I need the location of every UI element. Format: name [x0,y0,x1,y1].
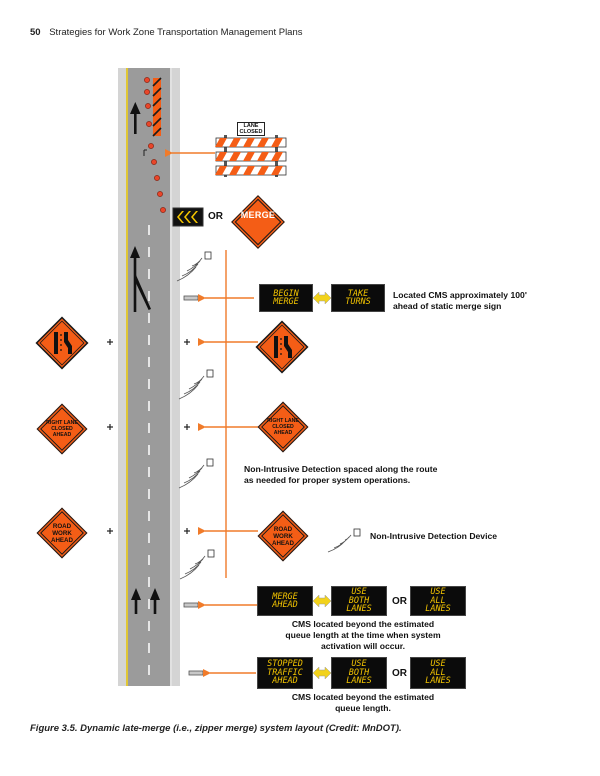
or-label-top: OR [208,211,223,222]
road-surface [126,68,172,686]
cms-line: STOPPED [267,659,303,670]
merge-sign-text: MERGE [240,210,276,220]
legend-detector-label: Non-Intrusive Detection Device [370,531,498,541]
cms-line: TAKE [347,288,369,299]
lane-ends-sign-left [35,316,89,370]
cms-line: BOTH [348,595,370,606]
note-line: Located CMS approximately 100' [393,290,527,300]
cms-begin-merge-note: Located CMS approximately 100' ahead of … [393,290,527,312]
cms-line: BOTH [348,667,370,678]
sign-posts [107,339,190,534]
cms-use-all-lanes: USE ALL LANES [410,586,466,616]
cms-line: AHEAD [272,676,298,687]
cms-trailers [183,295,204,676]
right-lane-closed-sign-left: RIGHT LANE CLOSED AHEAD [36,403,88,455]
sign-line: AHEAD [273,430,293,436]
sign-line: RIGHT LANE [267,418,299,424]
lane-ends-sign-right [255,320,309,374]
arrow-board-chevron [172,207,204,227]
sign-line: AHEAD [52,432,72,438]
direction-arrows-bottom [131,588,160,614]
cms-line: ALL [430,667,446,678]
or-label: OR [392,596,407,607]
page-number: 50 [30,27,41,38]
merge-sign: MERGE [231,195,285,249]
alternating-arrow-icon [312,291,332,305]
note-line: CMS located beyond the estimated [291,692,435,702]
alternating-arrow-icon [312,594,332,608]
cms-line: BEGIN [273,288,299,299]
cms-line: LANES [425,604,451,615]
sign-line: AHEAD [50,536,73,544]
cms-merge-ahead: MERGE AHEAD [257,586,313,616]
type-iii-barricade [215,135,287,177]
legend-detector-icon [327,528,361,553]
note-line: CMS located beyond the estimated [291,619,435,629]
page-header-title: Strategies for Work Zone Transportation … [49,27,303,38]
road-work-ahead-sign-right: ROAD WORK AHEAD [257,510,309,562]
cms-line: USE [430,659,446,670]
sign-line: ROAD [273,525,293,533]
traffic-cones [144,77,166,213]
note-line: queue length. [335,703,391,713]
cms-line: LANES [346,676,372,687]
direction-arrow-top [130,102,141,134]
note-line: Non-Intrusive Detection spaced along the… [244,464,438,474]
sign-line: ROAD [52,522,72,530]
sign-line: WORK [52,529,72,537]
cms-use-both-lanes-2: USE BOTH LANES [331,657,387,689]
lane-closed-sign: LANE CLOSED [237,122,265,136]
sign-line: WORK [273,532,293,540]
right-lane-closed-sign-right: RIGHT LANE CLOSED AHEAD [257,401,309,453]
cms-line: TURNS [345,297,371,307]
lane-closed-sign-line2: CLOSED [239,129,263,135]
left-shoulder [118,68,126,686]
or-label-2: OR [392,668,407,679]
sign-line: AHEAD [271,539,294,547]
cms-line: USE [430,587,446,598]
cms-begin-merge: BEGIN MERGE [259,284,313,312]
arrow-board-barrier [153,78,161,136]
cms-stopped-traffic-ahead: STOPPED TRAFFIC AHEAD [257,657,313,689]
page-header: 50 Strategies for Work Zone Transportati… [30,27,303,38]
note-line: queue length at the time when system [285,630,441,640]
note-line: activation will occur. [320,641,406,651]
sign-line: CLOSED [51,426,73,432]
cms-line: MERGE [273,297,299,307]
cms-line: TRAFFIC [267,667,303,678]
pointer-arrows [165,149,258,677]
cms-take-turns: TAKE TURNS [331,284,385,312]
cms-merge-ahead-note: CMS located beyond the estimated queue l… [256,619,470,652]
cms-line: LANES [425,676,451,687]
cms-stopped-traffic-note: CMS located beyond the estimated queue l… [256,692,470,714]
sign-line: CLOSED [272,424,294,430]
detector-devices [176,251,361,580]
road-work-ahead-sign-left: ROAD WORK AHEAD [36,507,88,559]
cms-line: USE [351,659,367,670]
cms-line: MERGE [272,591,298,602]
sign-line: RIGHT LANE [46,420,78,426]
cms-line: AHEAD [272,600,298,610]
alternating-arrow-icon [312,666,332,680]
cms-line: LANES [346,604,372,615]
cms-use-both-lanes: USE BOTH LANES [331,586,387,616]
merge-arrow [130,246,151,312]
lane-closed-sign-line1: LANE [243,123,259,129]
cms-use-all-lanes-2: USE ALL LANES [410,657,466,689]
detection-note: Non-Intrusive Detection spaced along the… [244,464,437,486]
note-line: ahead of static merge sign [393,301,502,311]
cms-line: ALL [430,595,446,606]
figure-caption: Figure 3.5. Dynamic late-merge (i.e., zi… [30,723,402,734]
right-shoulder [172,68,180,686]
note-line: as needed for proper system operations. [244,475,411,485]
cms-line: USE [351,587,367,598]
